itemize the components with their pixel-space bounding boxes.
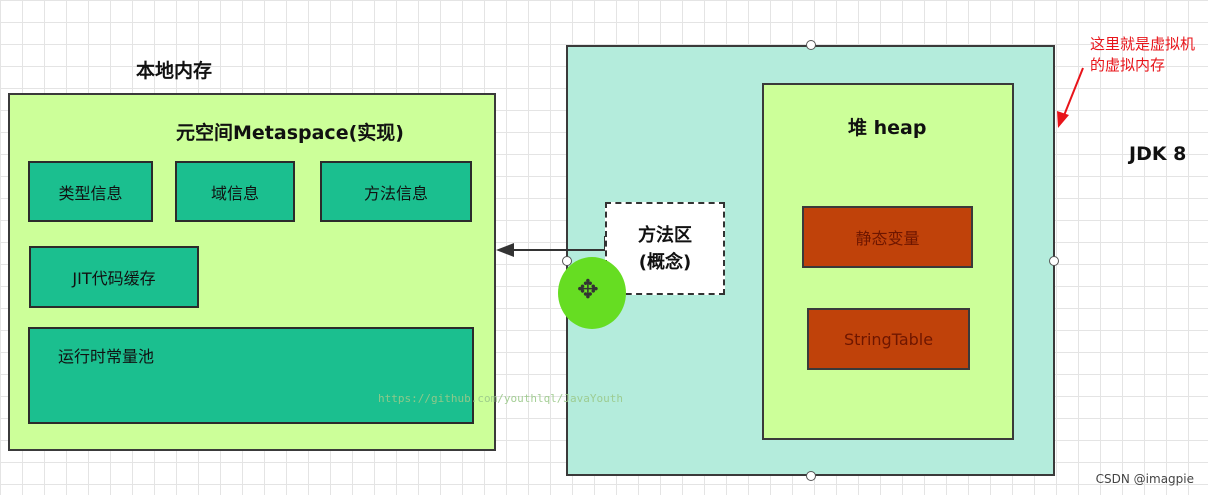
runtime-constant-pool-cell: 运行时常量池	[28, 327, 474, 424]
csdn-credit: CSDN @imagpie	[1095, 472, 1194, 486]
annotation-arrow-line	[1062, 67, 1084, 119]
jdk-version-label: JDK 8	[1129, 143, 1187, 165]
field-info-cell: 域信息	[175, 161, 295, 222]
resize-handle-top[interactable]	[806, 40, 816, 50]
resize-handle-right[interactable]	[1049, 256, 1059, 266]
type-info-cell: 类型信息	[28, 161, 153, 222]
virtual-memory-annotation: 这里就是虚拟机的虚拟内存	[1090, 35, 1196, 74]
method-area-box[interactable]: 方法区 (概念)	[605, 202, 725, 295]
cursor-highlight	[558, 257, 626, 329]
method-area-sublabel: (概念)	[638, 251, 692, 273]
metaspace-title: 元空间Metaspace(实现)	[176, 122, 404, 144]
move-cursor-icon: ✥	[577, 275, 599, 305]
heap-title: 堆 heap	[848, 117, 927, 139]
connector-endpoint-handle[interactable]	[562, 256, 572, 266]
method-area-label: 方法区	[638, 224, 692, 246]
string-table-cell: StringTable	[807, 308, 970, 370]
resize-handle-bottom[interactable]	[806, 471, 816, 481]
static-variables-cell: 静态变量	[802, 206, 973, 268]
method-info-cell: 方法信息	[320, 161, 472, 222]
jit-code-cache-cell: JIT代码缓存	[29, 246, 199, 308]
watermark-url: https://github.com/youthlql/JavaYouth	[378, 392, 624, 405]
native-memory-title: 本地内存	[136, 60, 213, 82]
annotation-arrow-head-icon	[1057, 111, 1069, 128]
arrow-head-icon	[496, 243, 514, 257]
